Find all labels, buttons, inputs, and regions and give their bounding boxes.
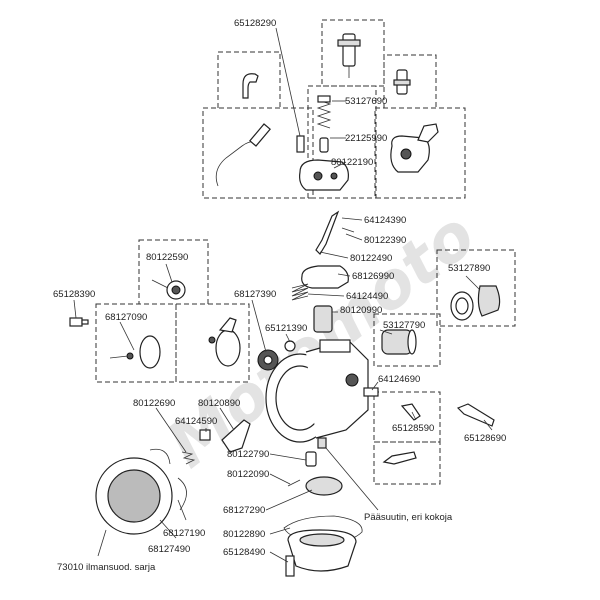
- part-top-fitting: [337, 33, 361, 78]
- part-screw-64124590: [199, 429, 211, 441]
- label-65128390: 65128390: [53, 289, 95, 300]
- label-68127490: 68127490: [148, 544, 190, 555]
- label-68126990: 68126990: [352, 271, 394, 282]
- label-80122190: 80122190: [331, 157, 373, 168]
- part-screw-65128390: [69, 317, 89, 327]
- label-80122590: 80122590: [146, 252, 188, 263]
- group-box-right-fitting: [383, 54, 437, 108]
- label-80122090: 80122090: [227, 469, 269, 480]
- group-box-left-tube: [217, 51, 281, 108]
- part-rings-53127890: [450, 285, 501, 321]
- label-80122390: 80122390: [364, 235, 406, 246]
- label-80122490: 80122490: [350, 253, 392, 264]
- label-64124490: 64124490: [346, 291, 388, 302]
- part-elbow-fitting: [242, 73, 259, 99]
- part-filter-53127790: [381, 329, 417, 355]
- part-gear-68127390: [257, 349, 279, 371]
- group-box-53127790: [373, 313, 441, 367]
- part-main-jet: [317, 437, 327, 449]
- part-spring-80122690: [181, 451, 196, 465]
- part-tube-fitting: [249, 123, 271, 147]
- group-box-80122590: [138, 239, 209, 305]
- label-80122790: 80122790: [227, 449, 269, 460]
- label-65128290: 65128290: [234, 18, 276, 29]
- part-air-filter: [95, 448, 187, 535]
- group-box-choke-right: [175, 303, 250, 383]
- label-22125990: 22125990: [345, 133, 387, 144]
- label-64124690: 64124690: [378, 374, 420, 385]
- part-washer-65121390: [284, 340, 296, 352]
- group-box-65128590: [373, 391, 441, 443]
- part-needle-22125990: [319, 137, 329, 153]
- part-spring-64124490: [291, 283, 309, 301]
- label-53127790: 53127790: [383, 320, 425, 331]
- label-80120990: 80120990: [340, 305, 382, 316]
- part-carb-head-80122190: [299, 159, 349, 191]
- label-53127890: 53127890: [448, 263, 490, 274]
- group-box-slide-set: [307, 85, 377, 199]
- note-main-jet: Pääsuutin, eri kokoja: [364, 512, 453, 523]
- part-jet-80122790: [305, 451, 317, 467]
- part-screw-65128590: [400, 403, 421, 421]
- part-float-bowl: [287, 529, 357, 572]
- leader-lines: [73, 27, 493, 563]
- group-box-upper-left: [202, 107, 314, 199]
- label-65128690: 65128690: [464, 433, 506, 444]
- label-65128590: 65128590: [392, 423, 434, 434]
- part-screw-65128490: [285, 555, 295, 577]
- part-carb-top-body: [390, 123, 439, 173]
- label-65128490: 65128490: [223, 547, 265, 558]
- part-screw-65128690: [456, 403, 495, 427]
- part-screw-64124690: [363, 387, 379, 397]
- part-choke-80122590: [151, 279, 186, 300]
- group-box-choke-left: [95, 303, 177, 383]
- part-fuel-tube: [215, 141, 259, 187]
- label-80122690: 80122690: [133, 398, 175, 409]
- note-air-filter-set: 73010 ilmansuod. sarja: [57, 562, 156, 573]
- part-needle-80122090: [287, 479, 301, 487]
- group-box-upper-right: [374, 107, 466, 199]
- part-right-fitting: [393, 69, 411, 95]
- label-64124590: 64124590: [175, 416, 217, 427]
- part-slide-80120990: [313, 305, 333, 333]
- part-bracket-80120890: [221, 419, 251, 453]
- part-spring-53127690: [316, 95, 332, 129]
- group-box-lower-screw: [373, 441, 441, 485]
- part-butterfly-left: [109, 335, 161, 369]
- label-80120890: 80120890: [198, 398, 240, 409]
- label-65121390: 65121390: [265, 323, 307, 334]
- part-butterfly-right: [208, 317, 241, 367]
- label-80122890: 80122890: [223, 529, 265, 540]
- part-gasket-68126990: [301, 265, 349, 289]
- part-carburetor-body: [265, 339, 369, 443]
- part-screw-lower: [382, 451, 417, 465]
- label-68127190: 68127190: [163, 528, 205, 539]
- part-float-68127290: [305, 476, 343, 496]
- part-small-pin: [296, 135, 305, 153]
- group-box-53127890: [436, 249, 516, 327]
- part-choke-lever: [315, 210, 340, 255]
- label-64124390: 64124390: [364, 215, 406, 226]
- label-68127090: 68127090: [105, 312, 147, 323]
- label-53127690: 53127690: [345, 96, 387, 107]
- label-68127390: 68127390: [234, 289, 276, 300]
- label-68127290: 68127290: [223, 505, 265, 516]
